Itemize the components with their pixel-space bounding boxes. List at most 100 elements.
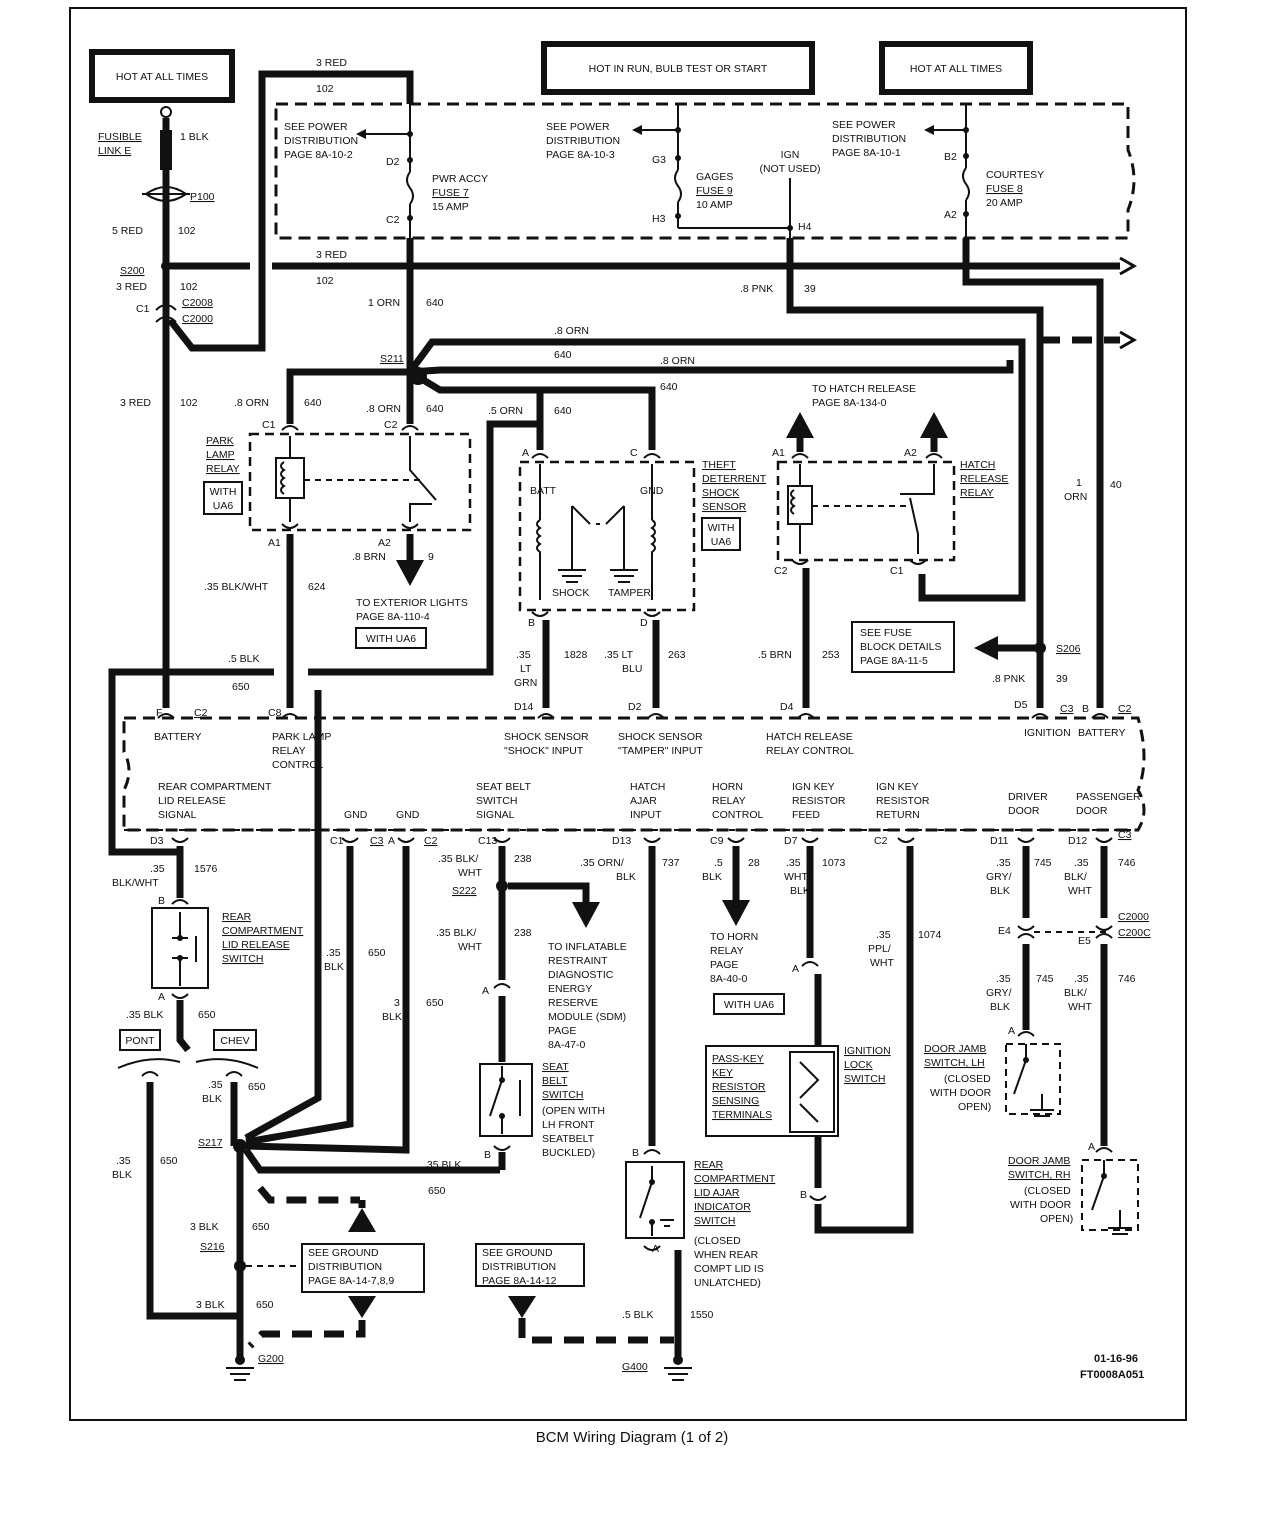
pd-right-2: DISTRIBUTION — [832, 133, 906, 145]
bcm-horn-1: HORN — [712, 781, 743, 793]
sb-to-3: DIAGNOSTIC — [548, 969, 614, 981]
rear-name-2: COMPARTMENT — [222, 925, 304, 937]
ik-lock-1: IGNITION — [844, 1045, 891, 1057]
bcm-ret-3: RETURN — [876, 809, 920, 821]
bcm-seat-3: SIGNAL — [476, 809, 515, 821]
ground-wires: .35 BLK 650 3 BLK 650 .35 BLK 650 .35 BL… — [112, 690, 500, 1360]
gl-blk3a: 3 BLK — [190, 1221, 219, 1233]
feed-pnk8: .8 PNK — [740, 283, 773, 295]
ik-passkey-5: TERMINALS — [712, 1109, 772, 1121]
bcm-shock-2: "SHOCK" INPUT — [504, 745, 584, 757]
bcm-d2: D2 — [628, 701, 642, 713]
bcm-seat-2: SWITCH — [476, 795, 517, 807]
theft-ltblu-2: BLU — [622, 663, 642, 675]
dr-c2000b: C200C — [1118, 927, 1151, 939]
bcm-drv-1: DRIVER — [1008, 791, 1048, 803]
dl-grybk2-1: .35 — [996, 973, 1011, 985]
feed-c2008: C2008 — [182, 297, 213, 309]
bcm-park-3: CONTROL — [272, 759, 323, 771]
bcm-horn-3: CONTROL — [712, 809, 763, 821]
ha-name-3: LID AJAR — [694, 1187, 740, 1199]
dl-745b: 745 — [1036, 973, 1054, 985]
feed-c1: C1 — [136, 303, 150, 315]
bcm-feed-3: FEED — [792, 809, 820, 821]
theft-c: C — [630, 447, 638, 459]
dl-name-2: SWITCH, LH — [924, 1057, 985, 1069]
bcm-f: F — [156, 707, 162, 719]
sb-to-1: TO INFLATABLE — [548, 941, 627, 953]
sb-to-5: RESERVE — [548, 997, 598, 1009]
gr-see-1: SEE GROUND — [482, 1247, 553, 1259]
sb-note-4: BUCKLED) — [542, 1147, 595, 1159]
horn-blk-1: .5 — [714, 857, 723, 869]
bcm-feed-1: IGN KEY — [792, 781, 835, 793]
rear-lid-release-switch: .35 BLK/WHT 1576 B A REAR COMPARTMENT LI… — [112, 846, 304, 1077]
park-c2: C2 — [384, 419, 398, 431]
park-name-3: RELAY — [206, 463, 240, 475]
bcm-c3: C3 — [1060, 703, 1074, 715]
s211-label: S211 — [380, 353, 404, 365]
bcm-a: A — [388, 835, 395, 847]
dl-745a: 745 — [1034, 857, 1052, 869]
ign-2: (NOT USED) — [759, 163, 820, 175]
theft-ltgrn-2: LT — [520, 663, 532, 675]
s211-orn-a: .8 ORN — [554, 325, 589, 337]
bcm-c13: C13 — [478, 835, 497, 847]
sb-238b: 238 — [514, 927, 532, 939]
ha-ornblk-2: BLK — [616, 871, 636, 883]
gnd-blk35c-1: .35 — [116, 1155, 131, 1167]
ik-pplwht-1: .35 — [876, 929, 891, 941]
bcm-seat-1: SEAT BELT — [476, 781, 531, 793]
sb-name-3: SWITCH — [542, 1089, 583, 1101]
ha-b: B — [632, 1147, 639, 1159]
bcm-drv-2: DOOR — [1008, 805, 1040, 817]
park-9: 9 — [428, 551, 434, 563]
feed-102a: 102 — [178, 225, 196, 237]
pd-center-2: DISTRIBUTION — [546, 135, 620, 147]
sb-blkwht1-2: WHT — [458, 867, 482, 879]
pd-center-1: SEE POWER — [546, 121, 610, 133]
bcm-bottom-labels: REAR COMPARTMENT LID RELEASE SIGNAL GND … — [150, 781, 1141, 847]
theft-d: D — [640, 617, 648, 629]
pd-center-3: PAGE 8A-10-3 — [546, 149, 615, 161]
bcm-park-2: RELAY — [272, 745, 306, 757]
dl-a: A — [1008, 1025, 1015, 1037]
gnd-650b: 650 — [426, 997, 444, 1009]
ik-lock-3: SWITCH — [844, 1073, 885, 1085]
gnd-blk35c-2: BLK — [112, 1169, 132, 1181]
bcm-outline — [122, 716, 1146, 832]
s217-label: S217 — [198, 1137, 223, 1149]
bcm-d13: D13 — [612, 835, 631, 847]
hatch-a1: A1 — [772, 447, 785, 459]
diagram-caption: BCM Wiring Diagram (1 of 2) — [536, 1429, 729, 1446]
fuse-block-labels: SEE POWER DISTRIBUTION PAGE 8A-10-2 SEE … — [284, 119, 1044, 233]
fuse-details: SEE FUSE BLOCK DETAILS PAGE 8A-11-5 S206… — [851, 477, 1122, 685]
blk650-650: 650 — [232, 681, 250, 693]
bcm-top-pins: F C2 BATTERY C8 PARK LAMP RELAY CONTROL … — [154, 699, 1132, 771]
rear-pont: PONT — [125, 1035, 155, 1047]
hot-box-center-label: HOT IN RUN, BULB TEST OR START — [589, 63, 768, 75]
rear-name-1: REAR — [222, 911, 252, 923]
ignition-key-resistor: .35 WHT/ BLK 1073 A B PASS-KEY KEY RESIS… — [705, 846, 942, 1234]
s211-640-a: 640 — [554, 349, 572, 361]
feed-red3low: 3 RED — [120, 397, 151, 409]
fuse7-2: FUSE 7 — [432, 187, 469, 199]
horn-to-2: RELAY — [710, 945, 744, 957]
rear-blkwht-2: BLK/WHT — [112, 877, 159, 889]
rear-a: A — [158, 991, 165, 1003]
sb-b: B — [484, 1149, 491, 1161]
feed-39: 39 — [804, 283, 816, 295]
park-ext-2: PAGE 8A-110-4 — [356, 611, 430, 623]
bcm-feed-2: RESISTOR — [792, 795, 846, 807]
gnd-blk3-2: BLK — [382, 1011, 402, 1023]
theft-with-2: UA6 — [711, 536, 732, 548]
hatch-c1: C1 — [890, 565, 904, 577]
theft-tamper: TAMPER — [608, 587, 651, 599]
fuse9-1: GAGES — [696, 171, 733, 183]
gr-see-2: DISTRIBUTION — [482, 1261, 556, 1273]
sb-to-6: MODULE (SDM) — [548, 1011, 626, 1023]
fusible-link — [142, 106, 190, 323]
doc-id: FT0008A051 — [1080, 1369, 1144, 1381]
feed-p100: P100 — [190, 191, 215, 203]
ik-b: B — [800, 1189, 807, 1201]
